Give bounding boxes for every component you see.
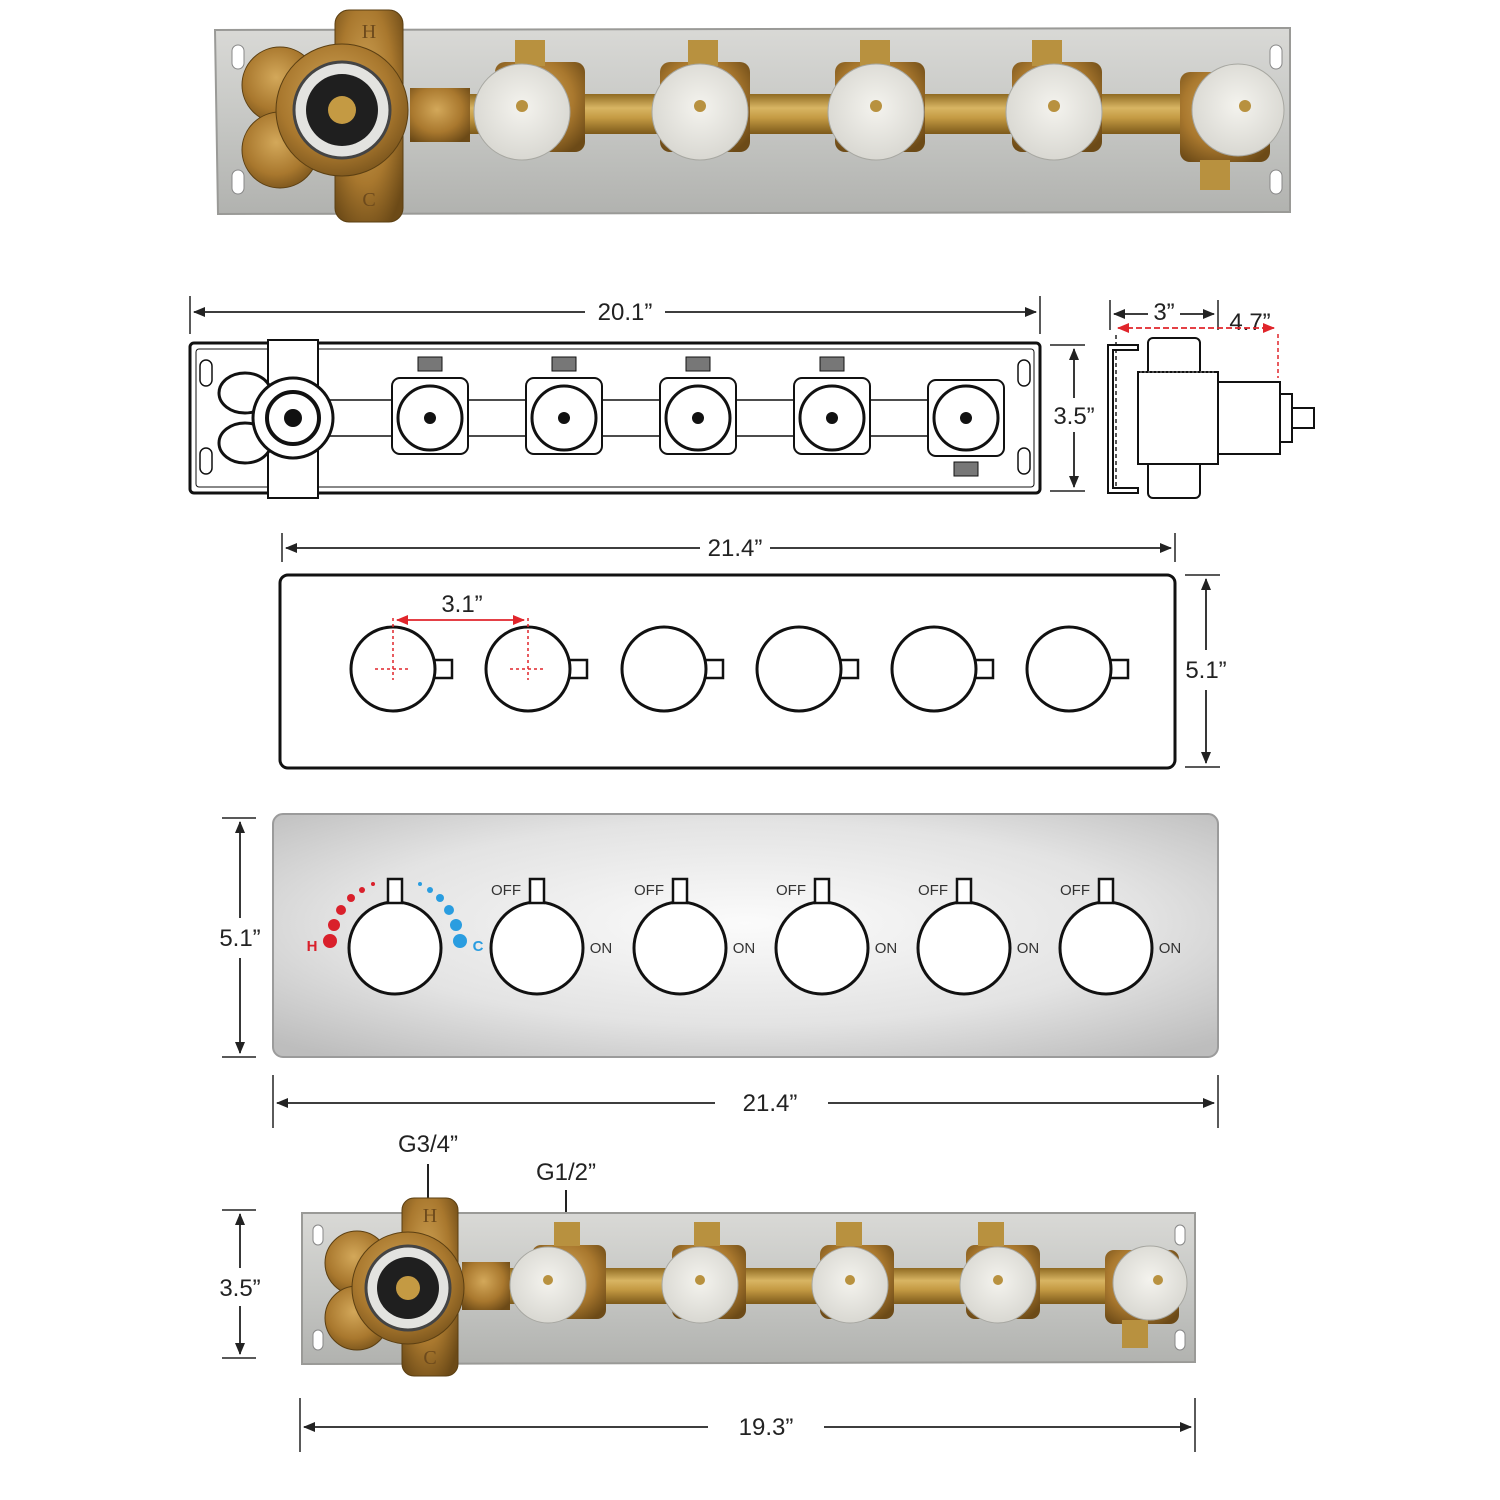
off-label: OFF (491, 882, 521, 899)
off-label: OFF (918, 882, 948, 899)
diverter-valves (509, 1222, 1188, 1348)
diverter-valve (509, 1222, 606, 1324)
diverter-lever (813, 877, 831, 905)
trim-plate (272, 813, 1219, 1058)
diverter-handle[interactable] (489, 900, 585, 996)
spacing-label: 3.1” (441, 591, 482, 618)
mounting-slot (1174, 1329, 1186, 1351)
diverter-outline (659, 356, 737, 455)
mounting-slot (312, 1329, 324, 1351)
width-label-top: 20.1” (598, 299, 653, 326)
temperature-handle[interactable] (347, 900, 443, 996)
width-label-bottom: 19.3” (739, 1414, 794, 1441)
diverter-outline (793, 356, 871, 455)
knob-outline (620, 625, 725, 713)
knob-outline (755, 625, 860, 713)
valve-outlet-neck (410, 88, 470, 142)
diverter-valve (1180, 63, 1285, 190)
diverter-outline (391, 356, 469, 455)
height-label-outline: 5.1” (1185, 657, 1226, 684)
temperature-knob: H C (307, 877, 484, 996)
mounting-slot (1017, 447, 1031, 475)
diverter-outlines (391, 356, 1005, 477)
on-label: ON (875, 940, 898, 957)
diverter-knob: OFF ON (774, 877, 898, 996)
side-cartridge (1217, 381, 1281, 455)
valve-photo-top: H C (213, 9, 1291, 223)
mounting-slot (312, 1224, 324, 1246)
cartridge-stem (328, 96, 356, 124)
mounting-slot (199, 359, 213, 387)
trim-plate-render: 5.1” H C OFF ON (219, 813, 1219, 1128)
diverter-handle[interactable] (774, 900, 870, 996)
trim-outline-drawing: 21.4” 3.1” 5.1” (278, 533, 1227, 770)
diverter-valve (1105, 1245, 1188, 1348)
mounting-slot (1269, 169, 1283, 195)
height-label-trim: 5.1” (219, 925, 260, 952)
depth-label: 3” (1153, 299, 1174, 326)
diverter-valve (811, 1222, 894, 1324)
knob-spacing-marker: 3.1” (375, 591, 546, 680)
height-label-top: 3.5” (1053, 403, 1094, 430)
diverter-outline (927, 379, 1005, 477)
knob-outline (1025, 625, 1130, 713)
off-label: OFF (776, 882, 806, 899)
diverter-lever (528, 877, 546, 905)
diverter-valves (473, 40, 1285, 190)
hot-dot (323, 934, 337, 948)
valve-photo-bottom: G3/4” G1/2” H C 3.5” (219, 1131, 1196, 1452)
hot-label: H (307, 938, 318, 955)
cold-dot (453, 934, 467, 948)
diverter-valve (661, 1222, 746, 1324)
diverter-lever (1097, 877, 1115, 905)
diverter-valve (827, 40, 925, 161)
diverter-knob: OFF ON (1058, 877, 1182, 996)
on-label: ON (733, 940, 756, 957)
mounting-slot (231, 44, 245, 70)
mounting-slot (1269, 44, 1283, 70)
on-label: ON (1017, 940, 1040, 957)
on-label: ON (1159, 940, 1182, 957)
valve-line-drawing: 20.1” 3.5” 3” (188, 296, 1315, 499)
diverter-outline (525, 356, 603, 455)
mounting-slot (199, 447, 213, 475)
body-letter-cold: C (362, 189, 375, 211)
diverter-valve (959, 1222, 1040, 1324)
cartridge-stem (396, 1276, 420, 1300)
knob-outline (890, 625, 995, 713)
inlet-port-label: G3/4” (398, 1131, 458, 1158)
height-label-bottom: 3.5” (219, 1275, 260, 1302)
mounting-slot (1017, 359, 1031, 387)
diverter-knob: OFF ON (916, 877, 1040, 996)
side-view: 3” 4.7” (1107, 299, 1315, 499)
diverter-knob: OFF ON (489, 877, 613, 996)
body-letter-hot: H (423, 1205, 437, 1227)
mounting-slot (1174, 1224, 1186, 1246)
diverter-handle[interactable] (916, 900, 1012, 996)
total-depth-label: 4.7” (1229, 309, 1270, 336)
off-label: OFF (634, 882, 664, 899)
body-letter-hot: H (362, 21, 376, 43)
side-stem (1291, 407, 1315, 429)
diverter-lever (671, 877, 689, 905)
body-letter-cold: C (423, 1347, 436, 1369)
off-label: OFF (1060, 882, 1090, 899)
width-label-outline: 21.4” (708, 535, 763, 562)
diverter-valve (651, 40, 750, 161)
temperature-lever (386, 877, 404, 905)
mounting-slot (231, 169, 245, 195)
diverter-knob: OFF ON (632, 877, 756, 996)
outlet-port-label: G1/2” (536, 1159, 596, 1186)
diverter-lever (955, 877, 973, 905)
valve-outlet-neck (462, 1262, 510, 1310)
diverter-valve (473, 40, 585, 161)
on-label: ON (590, 940, 613, 957)
cold-label: C (473, 938, 484, 955)
diverter-valve (1005, 40, 1103, 161)
side-plate (1107, 344, 1139, 494)
diverter-handle[interactable] (632, 900, 728, 996)
diverter-handle[interactable] (1058, 900, 1154, 996)
width-label-trim: 21.4” (743, 1090, 798, 1117)
